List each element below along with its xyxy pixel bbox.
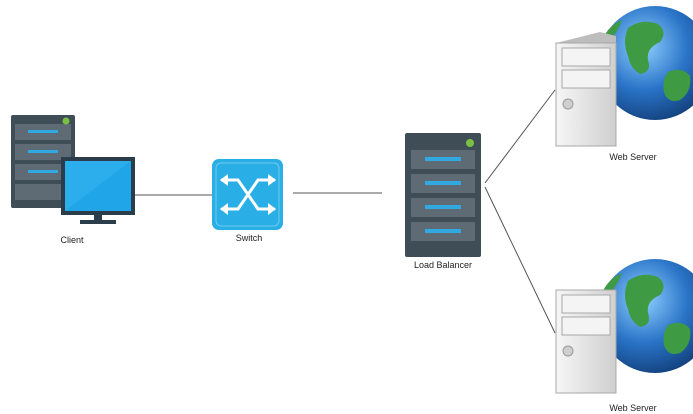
- load-balancer-node: Load Balancer: [405, 133, 481, 270]
- edge-loadbalancer-webserver-2: [484, 186, 556, 334]
- client-node: Client: [11, 115, 135, 245]
- web-server-globe-icon: [555, 259, 693, 394]
- edge-loadbalancer-webserver-1: [484, 89, 556, 184]
- switch-node: Switch: [212, 159, 283, 243]
- client-computer-icon: [11, 115, 135, 224]
- server-rack-icon: [405, 133, 481, 257]
- web-server-2-node: Web Server: [555, 259, 693, 413]
- network-switch-icon: [212, 159, 283, 230]
- web-server-1-node: Web Server: [555, 6, 693, 162]
- web-server-1-label: Web Server: [609, 152, 656, 162]
- client-label: Client: [60, 235, 84, 245]
- web-server-2-label: Web Server: [609, 403, 656, 413]
- web-server-globe-icon: [555, 6, 693, 147]
- switch-label: Switch: [236, 233, 263, 243]
- load-balancer-label: Load Balancer: [414, 260, 472, 270]
